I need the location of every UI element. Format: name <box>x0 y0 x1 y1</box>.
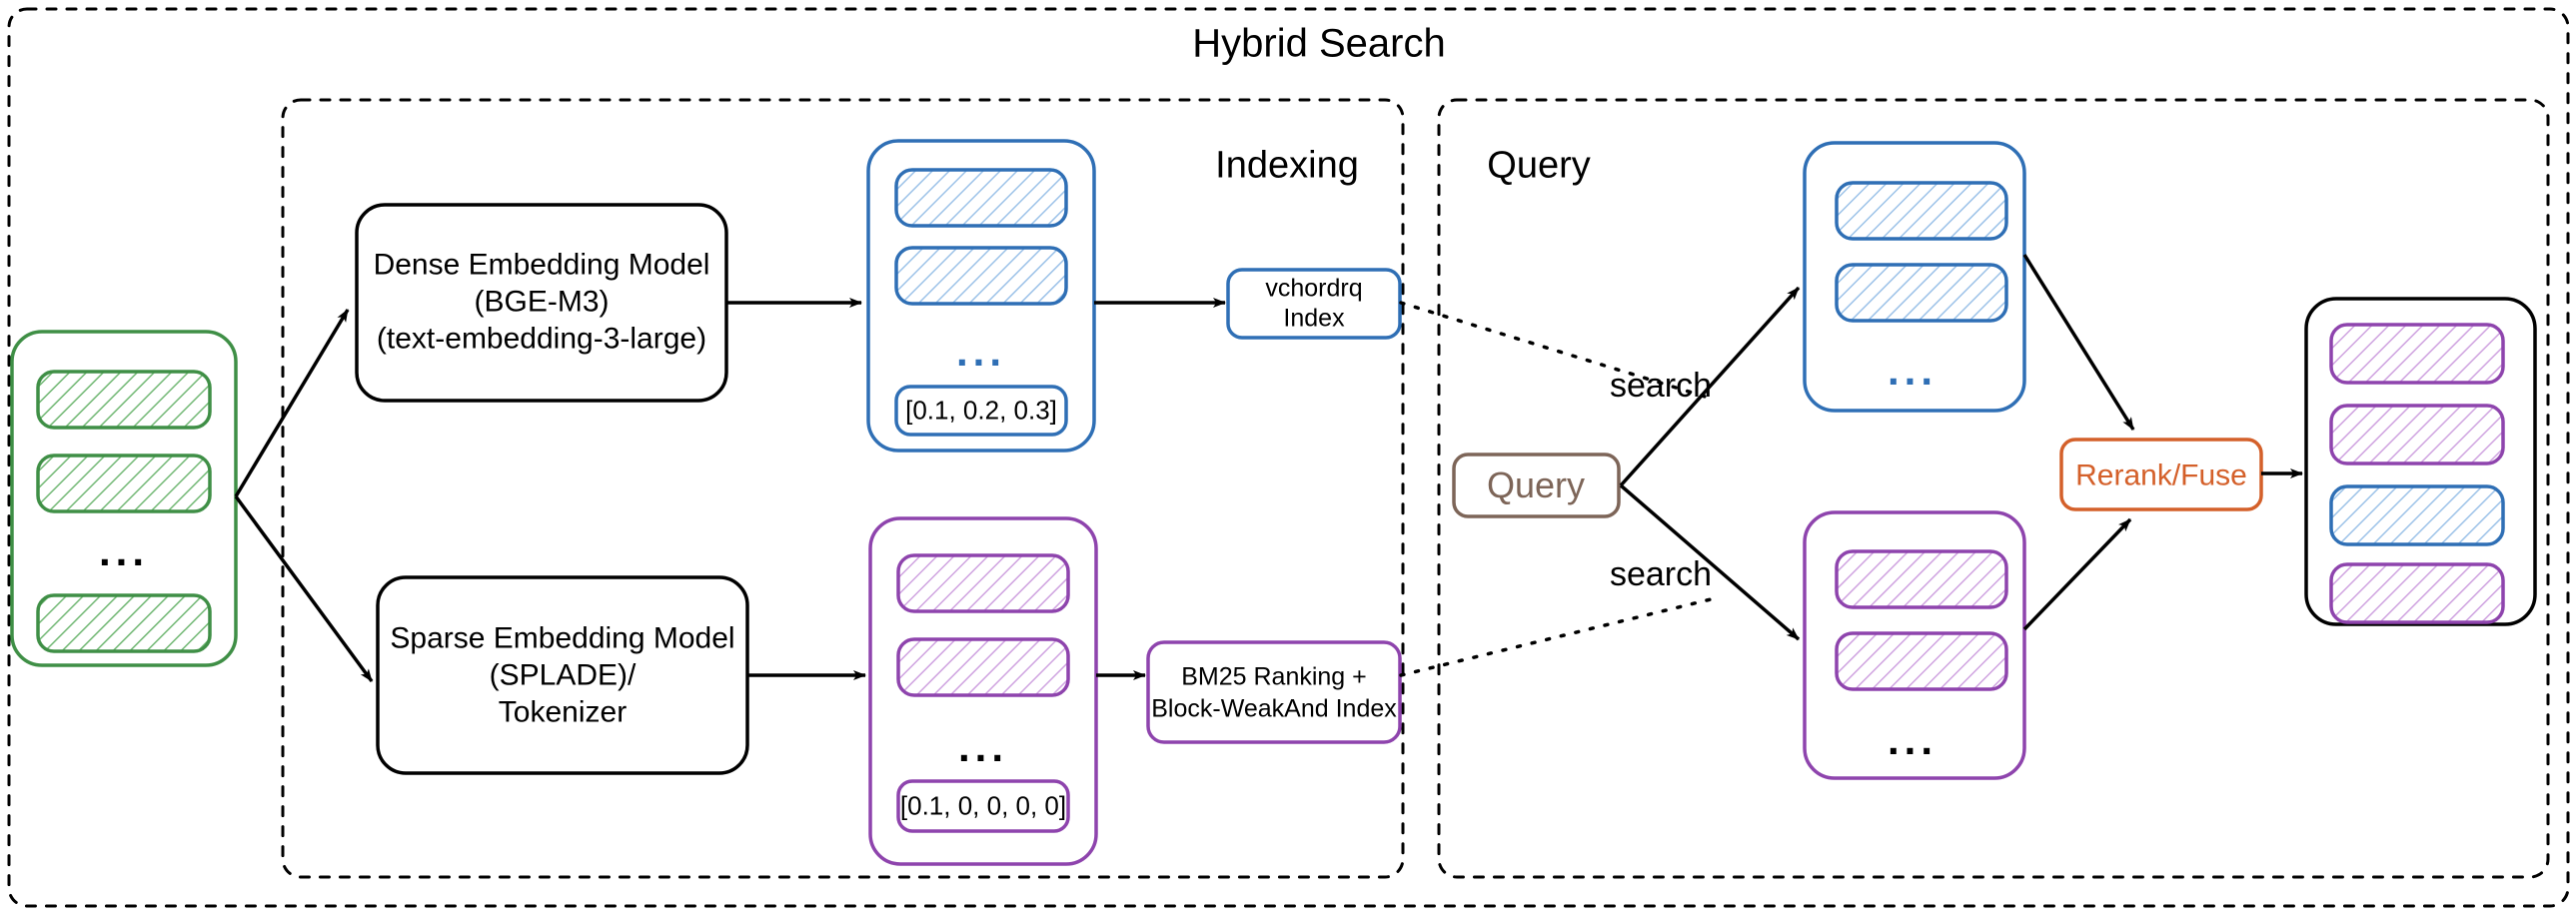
sparse-model-line-2: (SPLADE)/ <box>489 658 637 692</box>
sparse-vector-stack-ellipsis: ... <box>957 723 1009 771</box>
bm25-index-line-1[interactable]: BM25 Ranking + <box>1181 662 1367 691</box>
rerank-fuse-label[interactable]: Rerank/Fuse <box>2075 459 2247 492</box>
dense-model-line-1: Dense Embedding Model <box>373 248 710 282</box>
dense-vector-value: [0.1, 0.2, 0.3] <box>905 395 1057 426</box>
arrow-query-to-dense-results <box>1619 286 1801 487</box>
section-label-indexing: Indexing <box>1215 144 1359 187</box>
final-results-stack <box>2304 297 2537 626</box>
sparse-model-line-3: Tokenizer <box>498 695 628 729</box>
arrow-dense-results-to-fuse <box>2022 254 2135 431</box>
dense-model-line-3: (text-embedding-3-large) <box>376 322 707 356</box>
vchordrq-index-line-1[interactable]: vchordrq <box>1265 274 1363 303</box>
documents-stack <box>10 330 238 667</box>
arrow-docs-to-dense <box>234 309 350 497</box>
sparse-model-line-1: Sparse Embedding Model <box>390 621 735 655</box>
dense-vector-stack <box>866 139 1096 453</box>
vchordrq-index-line-2[interactable]: Index <box>1283 304 1345 333</box>
outer-container <box>7 7 2570 908</box>
arrow-query-to-sparse-results <box>1619 483 1801 641</box>
query-node-box <box>1452 453 1621 518</box>
bm25-index-box <box>1146 640 1402 744</box>
documents-stack-ellipsis: ... <box>98 527 150 575</box>
dense-results-ellipsis: ... <box>1887 347 1938 395</box>
sparse-results-ellipsis: ... <box>1887 716 1938 764</box>
dotted-link-dense <box>1399 301 1717 402</box>
section-label-query: Query <box>1487 144 1591 187</box>
dense-model-line-2: (BGE-M3) <box>474 285 610 319</box>
sparse-vector-value: [0.1, 0, 0, 0, 0] <box>899 790 1067 821</box>
query-container <box>1437 98 2550 879</box>
search-label-sparse: search <box>1609 554 1713 593</box>
dense-results-stack <box>1803 141 2026 413</box>
arrow-sparse-results-to-fuse <box>2022 517 2132 631</box>
arrow-docs-to-sparse <box>234 494 374 683</box>
dense-vector-stack-ellipsis: ... <box>955 328 1007 376</box>
sparse-vector-stack <box>868 516 1098 866</box>
search-label-dense: search <box>1609 366 1713 405</box>
dotted-link-sparse <box>1399 597 1713 677</box>
query-node-label[interactable]: Query <box>1486 463 1586 505</box>
indexing-container <box>281 98 1405 879</box>
page-title: Hybrid Search <box>1192 21 1446 66</box>
sparse-results-stack <box>1803 510 2026 780</box>
bm25-index-line-2[interactable]: Block-WeakAnd Index <box>1151 694 1397 723</box>
